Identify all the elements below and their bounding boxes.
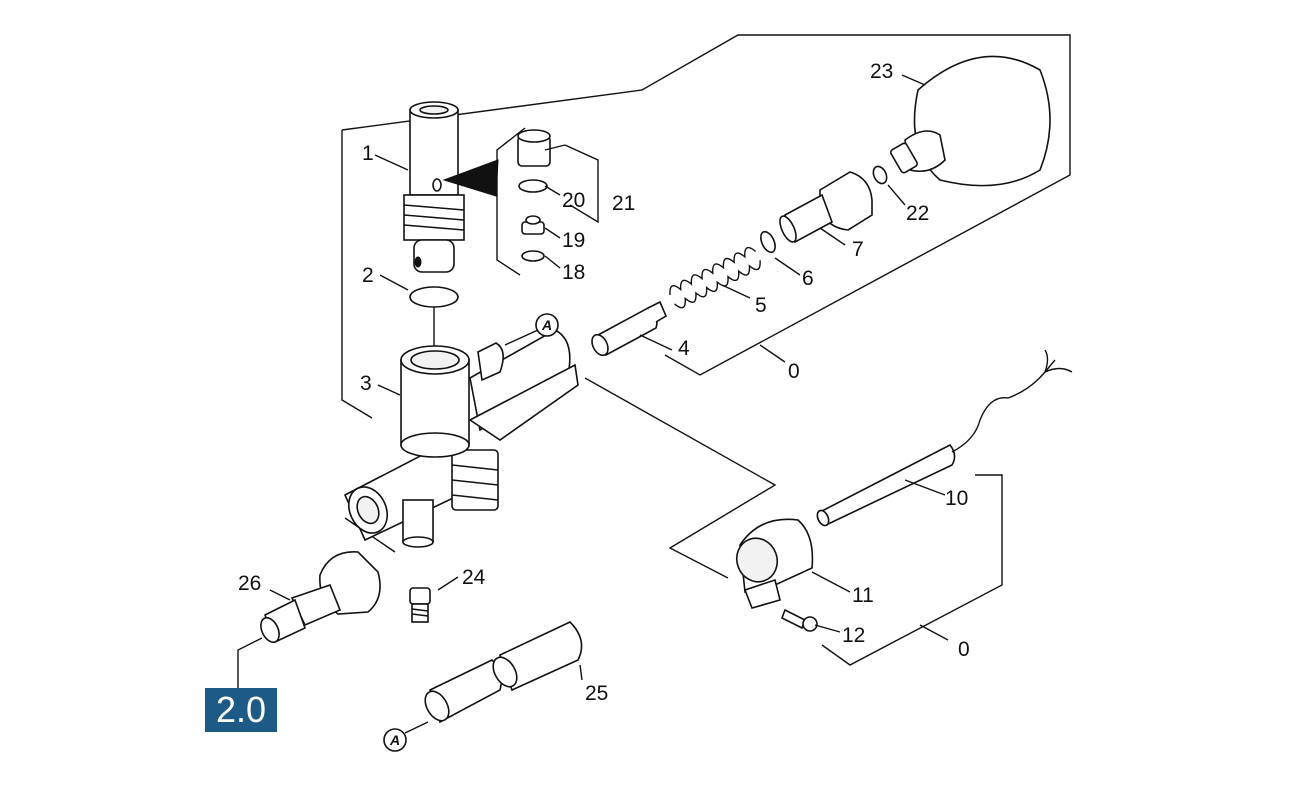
label-22: 22 [906,202,929,225]
marker-a-line-bottom [404,721,429,734]
label-line-24 [437,576,459,591]
label-20: 20 [562,189,585,212]
label-0-lower: 0 [958,638,970,661]
label-21: 21 [612,192,635,215]
label-12: 12 [842,624,865,647]
part-23-accumulator [890,55,1051,187]
marker-a-bottom: A [383,728,407,752]
marker-a-bottom-text: A [389,732,400,748]
bracket-parts-18-21 [496,127,526,276]
label-10: 10 [945,487,968,510]
label-19: 19 [562,229,585,252]
label-line-0b [919,624,949,641]
part-18-o-ring [521,250,545,262]
part-2-o-ring [409,286,459,308]
marker-a-top-text: A [541,317,552,333]
label-25: 25 [585,682,608,705]
part-4-piston [591,300,668,357]
part-3-housing [343,329,579,548]
label-11: 11 [852,584,874,607]
bracket-part-21 [564,144,599,224]
label-7: 7 [852,238,864,261]
section-badge: 2.0 [205,688,277,732]
label-5: 5 [755,294,767,317]
part-12-screw [780,608,818,632]
part-10-sensor [816,349,1073,527]
label-0-upper: 0 [788,360,800,383]
part-6-o-ring [760,230,776,254]
part-22-o-ring [872,165,888,185]
part-19-valve [521,215,545,235]
marker-a-top: A [535,313,559,337]
part-5-spring [669,246,761,309]
part-11-clamp [735,518,814,609]
label-2: 2 [362,264,374,287]
connector-line-housing-clamp [584,377,777,579]
marker-a-line-top [504,329,539,346]
label-18: 18 [562,261,585,284]
label-6: 6 [802,267,814,290]
part-24-screw [409,587,431,623]
part-7-valve-seat [779,171,873,244]
group-bracket-upper [341,34,1071,419]
label-26: 26 [238,572,261,595]
part-21-cap [517,129,551,167]
part-26-connector [260,551,381,644]
label-1: 1 [362,142,374,165]
connector-line-26-badge [237,637,263,688]
label-line-0a [759,344,786,363]
part-20-o-ring [518,179,548,193]
label-4: 4 [678,337,690,360]
part-1-cartridge [403,101,499,273]
label-24: 24 [462,566,486,589]
label-3: 3 [360,372,372,395]
part-25-hose [424,621,583,724]
group-bracket-lower [821,474,1003,666]
label-23: 23 [870,60,893,83]
leader-lines [269,74,946,681]
